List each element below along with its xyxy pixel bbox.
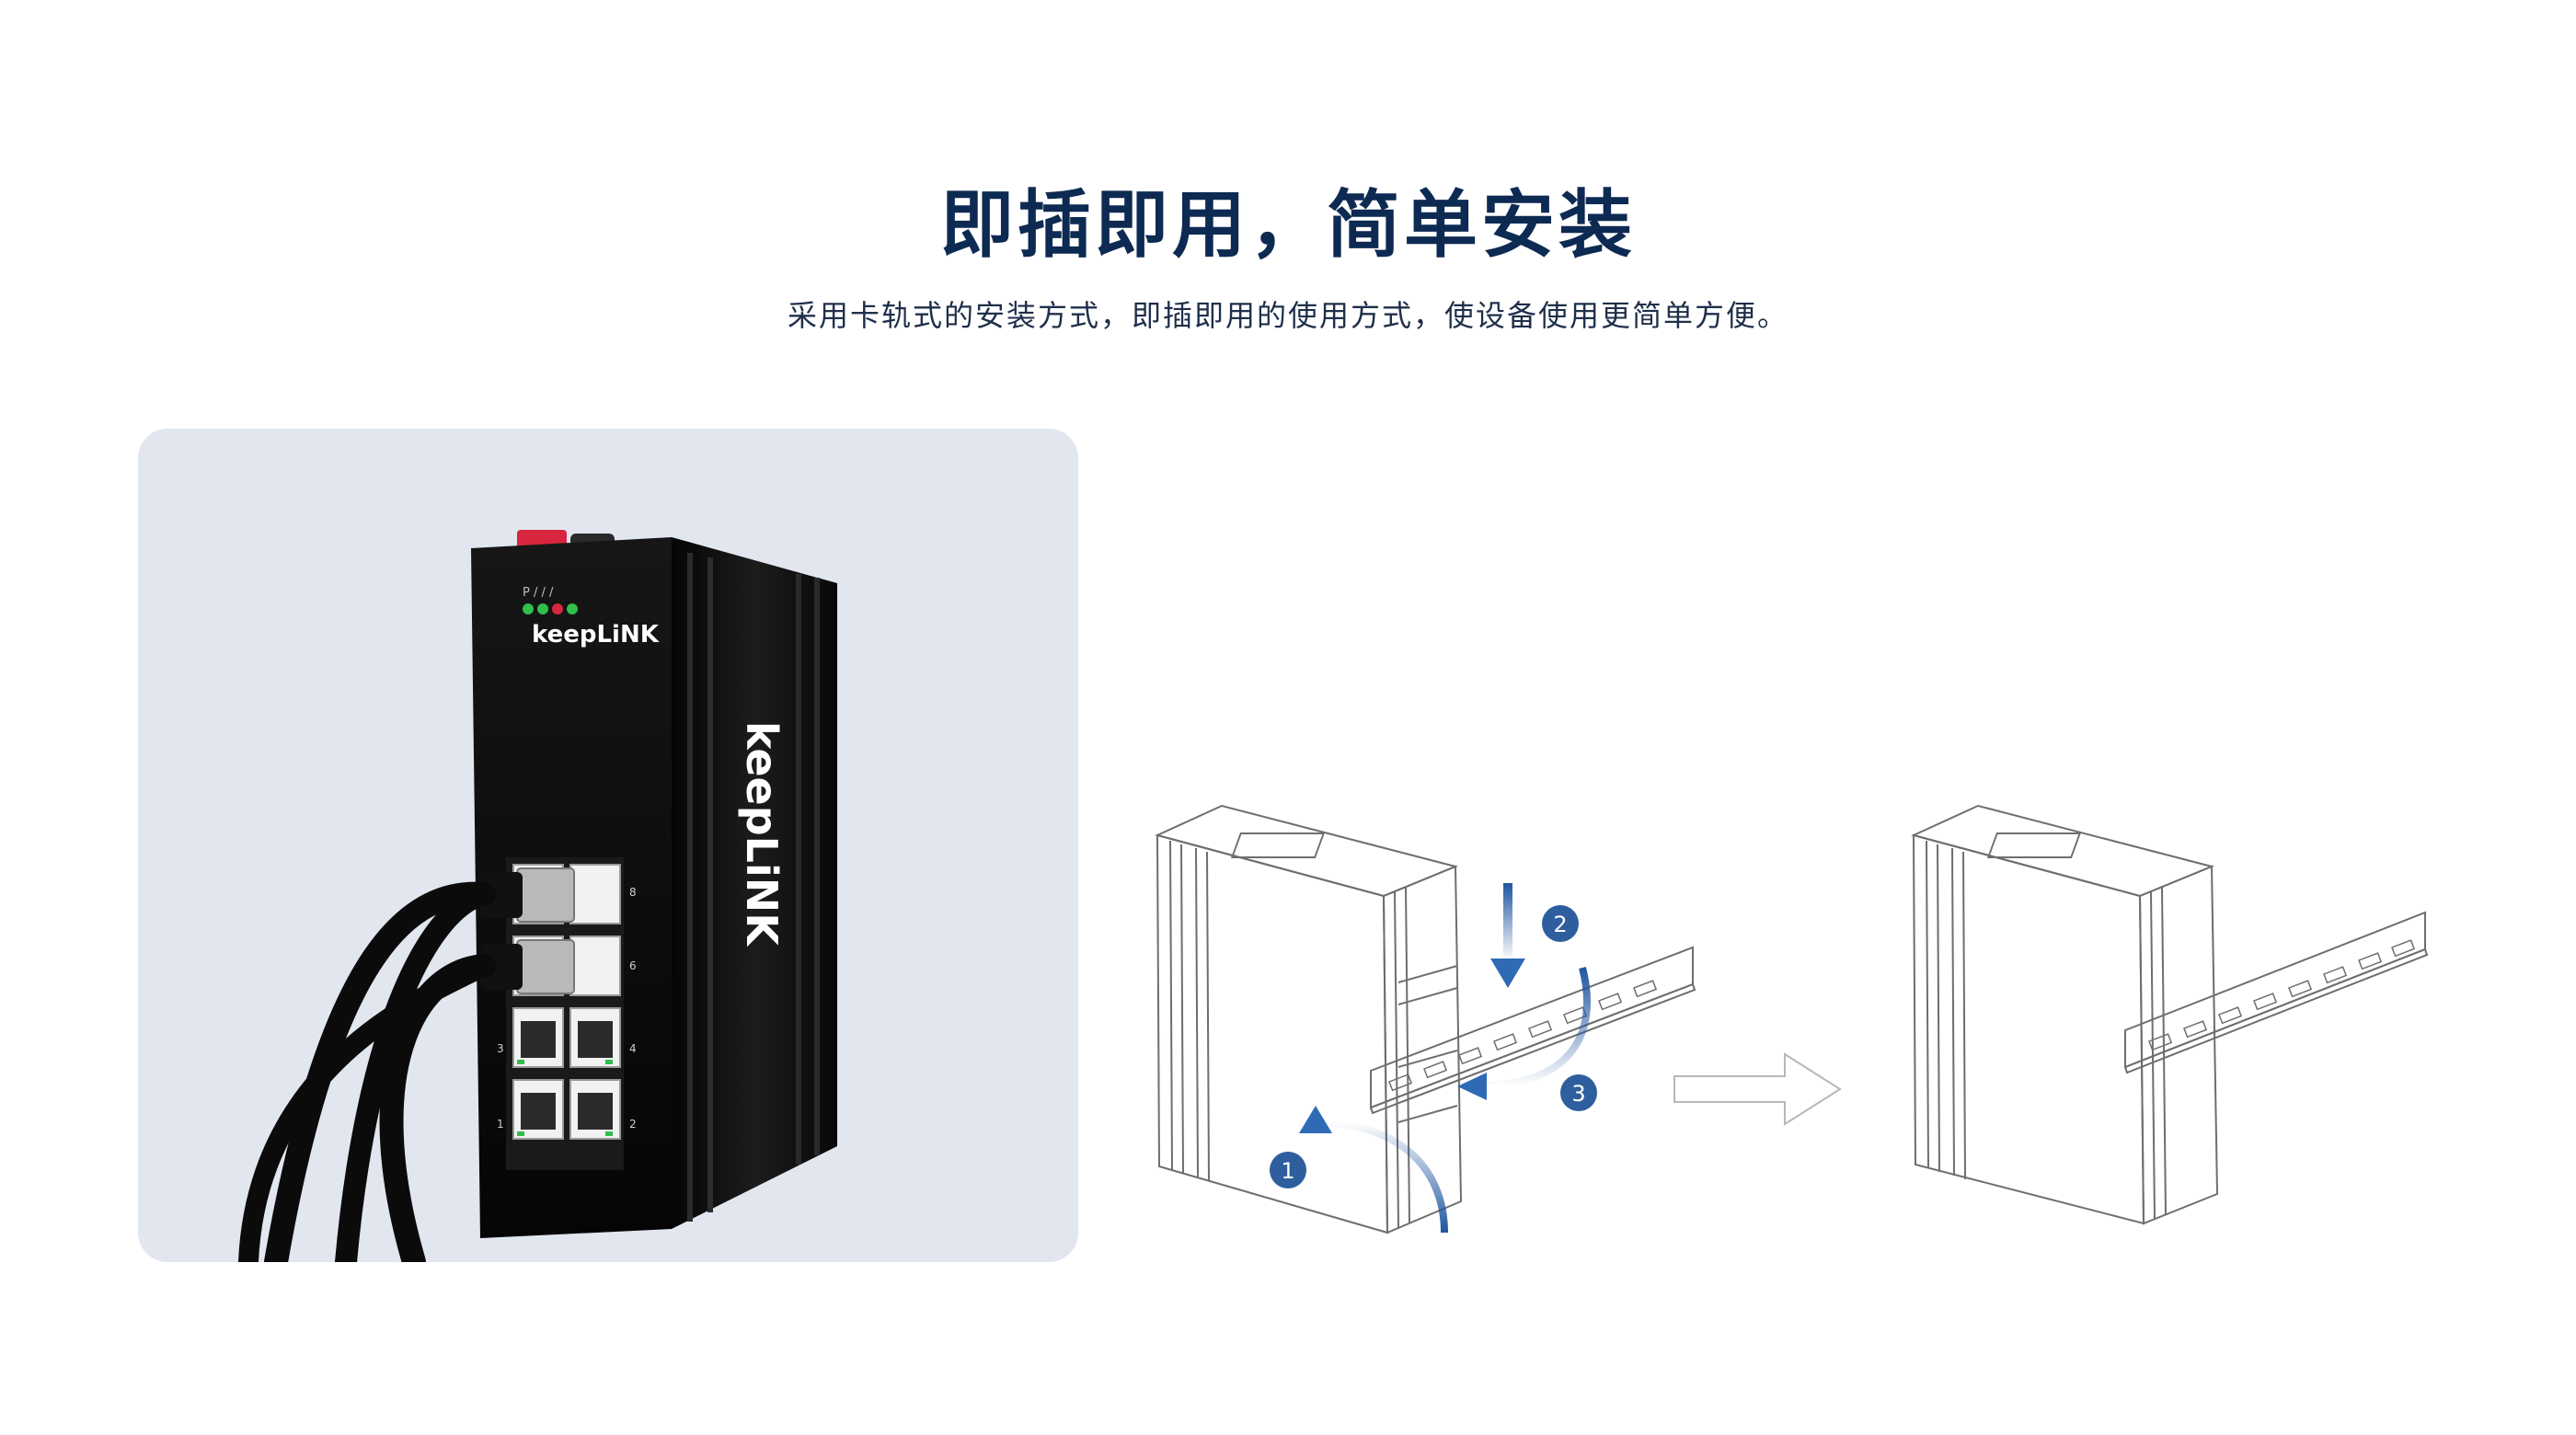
device-outline-after (1911, 804, 2219, 1225)
rj45-plugs (480, 867, 575, 994)
curved-arrow-icon (1457, 967, 1591, 1100)
switch-product-illustration: P / / / keepLiNK keepLiNK (238, 530, 837, 1262)
led-red (552, 603, 563, 614)
din-rail-installation-diagram: 1 2 3 (1155, 804, 2429, 1234)
ethernet-cables (238, 881, 496, 1262)
step-badge-1: 1 (1270, 1152, 1306, 1188)
curved-arrow-icon (1299, 1106, 1448, 1234)
page-title: 即插即用，简单安装 (940, 182, 1636, 268)
led-green-2 (537, 603, 548, 614)
port-label-3: 3 (497, 1042, 504, 1055)
port-label-6: 6 (629, 959, 637, 972)
brand-logo-side: keepLiNK (737, 721, 787, 947)
svg-text:2: 2 (1553, 912, 1567, 937)
port-label-8: 8 (629, 886, 637, 899)
port-label-1: 1 (497, 1118, 504, 1131)
brand-logo-front: keepLiNK (532, 621, 660, 649)
right-arrow-icon (1673, 1052, 1842, 1126)
port-label-4: 4 (629, 1042, 637, 1055)
product-photo-card: P / / / keepLiNK keepLiNK (138, 429, 1078, 1262)
device-outline-before (1155, 804, 1463, 1234)
port-label-2: 2 (629, 1118, 637, 1131)
page-subtitle: 采用卡轨式的安装方式，即插即用的使用方式，使设备使用更简单方便。 (787, 298, 1788, 333)
led-labels: P / / / (523, 586, 554, 600)
svg-text:1: 1 (1281, 1158, 1294, 1184)
din-rail-before (1369, 946, 1696, 1115)
led-green-1 (523, 603, 534, 614)
down-arrow-icon (1490, 883, 1525, 988)
din-rail-after (2123, 911, 2429, 1074)
svg-text:3: 3 (1571, 1081, 1585, 1107)
step-badge-3: 3 (1560, 1074, 1597, 1111)
led-green-3 (567, 603, 578, 614)
step-badge-2: 2 (1542, 905, 1579, 942)
